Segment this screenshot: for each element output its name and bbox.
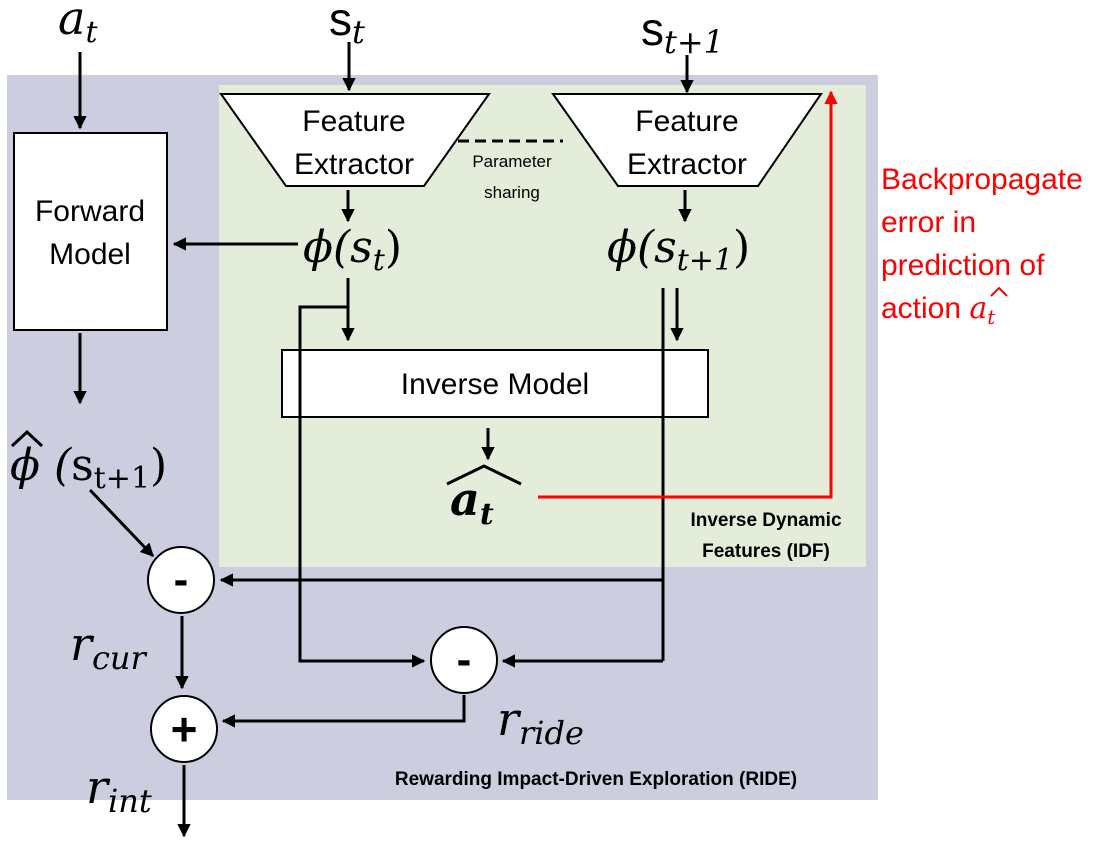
plus-node (150, 695, 218, 763)
phi-hat-accent (10, 429, 44, 448)
plus-sign: + (171, 703, 198, 755)
parameter-sharing-line1: Parameter (472, 152, 552, 171)
annotation-line1: Backpropagate (881, 163, 1083, 196)
feature-extractor-left (219, 93, 491, 187)
forward-model-box (13, 132, 168, 331)
feature-extractor-right-line2: Extractor (627, 148, 747, 181)
idf-label-line2: Features (IDF) (702, 541, 830, 562)
annotation-a-hat-accent (990, 286, 1008, 297)
annotation-line2: error in (881, 206, 976, 239)
label-s-t1: st+1 (641, 3, 724, 61)
idf-label-line1: Inverse Dynamic (690, 510, 841, 531)
minus-sign-ride: - (457, 635, 472, 684)
annotation-line3: prediction of (881, 249, 1045, 282)
forward-model-line2: Model (49, 238, 131, 271)
parameter-sharing-line2: sharing (484, 183, 540, 202)
feature-extractor-left-line2: Extractor (294, 148, 414, 181)
label-r-ride: rride (497, 692, 584, 752)
label-a-t: at (58, 0, 98, 50)
feature-extractor-left-line1: Feature (302, 105, 405, 138)
phi-st-split (298, 278, 426, 668)
label-phi-st1: ϕ(st+1) (607, 222, 750, 278)
backprop-arrow (538, 90, 838, 499)
label-a-hat-t: at (450, 472, 494, 532)
forward-model-line1: Forward (35, 195, 145, 228)
a-hat-accent (446, 464, 522, 486)
inverse-model-box (281, 349, 709, 418)
ride-label: Rewarding Impact-Driven Exploration (RID… (395, 769, 797, 790)
label-s-t: st (329, 0, 365, 51)
arrow-phihat-to-minus (88, 488, 155, 558)
minus-node-ride (430, 626, 498, 694)
minus-node-top (147, 546, 215, 614)
connectors (73, 42, 694, 838)
feature-extractor-right-line1: Feature (635, 105, 738, 138)
label-phi-hat-st1: ϕ (st+1) (10, 440, 167, 496)
label-r-int: rint (86, 760, 152, 820)
backprop-annotation: Backpropagate error in prediction of act… (881, 163, 1083, 329)
inverse-model-label: Inverse Model (401, 368, 589, 401)
minus-sign-top: - (174, 555, 189, 604)
label-r-cur: rcur (70, 617, 148, 677)
arrow-rride-to-plus (221, 695, 466, 728)
annotation-line4: action at (881, 291, 996, 329)
feature-extractor-right (551, 93, 823, 187)
label-phi-st: ϕ(st) (303, 222, 402, 278)
